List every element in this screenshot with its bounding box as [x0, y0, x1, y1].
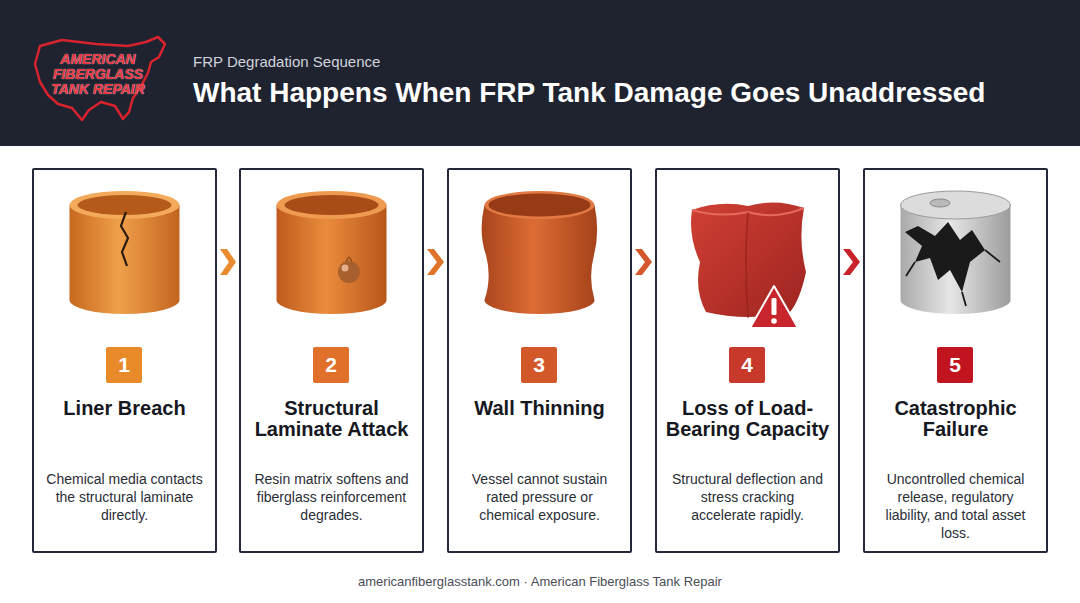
deformed-tank-part — [691, 202, 806, 317]
step-description: Chemical media contacts the structural l… — [46, 470, 203, 524]
chevron-head — [220, 249, 236, 275]
subtitle-holder: FRP Degradation Sequence — [193, 53, 693, 71]
step-number: 3 — [521, 347, 557, 383]
logo-text: AMERICAN FIBERGLASS TANK REPAIR — [42, 52, 154, 97]
header-band — [0, 0, 1080, 146]
step-heading: Wall Thinning — [457, 398, 622, 464]
title-holder: What Happens When FRP Tank Damage Goes U… — [193, 76, 985, 110]
wall-thinning-tank — [482, 191, 598, 314]
step-card: 2Structural Laminate AttackResin matrix … — [239, 168, 424, 553]
step-description: Uncontrolled chemical release, regulator… — [877, 470, 1034, 542]
deformed-tank-part — [772, 298, 777, 315]
failed-tank-part — [906, 250, 1000, 306]
laminate-attack-tank-part — [277, 191, 387, 219]
laminate-attack-tank-part — [285, 195, 379, 215]
wall-thinning-tank-part — [485, 191, 595, 219]
step-heading: Structural Laminate Attack — [249, 398, 414, 464]
liner-breach-tank-part — [70, 205, 180, 314]
chevron-head — [635, 249, 652, 275]
failed-tank — [901, 191, 1011, 314]
laminate-attack-tank-part — [342, 265, 349, 272]
liner-breach-tank-part — [78, 195, 172, 215]
step-number: 5 — [937, 347, 973, 383]
chevron-arrow — [635, 249, 652, 275]
deformed-tank-part — [750, 286, 798, 328]
laminate-attack-tank-part — [338, 261, 360, 283]
liner-breach-tank — [70, 191, 180, 314]
deformed-tank — [691, 202, 806, 328]
step-heading: Catastrophic Failure — [873, 398, 1038, 464]
step-card: 1Liner BreachChemical media contacts the… — [32, 168, 217, 553]
logo-map-part — [35, 37, 165, 120]
chevron-head — [843, 249, 860, 275]
step-description: Resin matrix softens and fiberglass rein… — [253, 470, 410, 524]
wall-thinning-tank-part — [482, 205, 598, 314]
liner-breach-tank-part — [121, 212, 128, 266]
step-description: Structural deflection and stress crackin… — [669, 470, 826, 524]
failed-tank-part — [930, 199, 950, 207]
step-card: 5Catastrophic FailureUncontrolled chemic… — [863, 168, 1048, 553]
laminate-attack-tank — [277, 191, 387, 314]
laminate-attack-tank-part — [277, 205, 387, 314]
step-description: Vessel cannot sustain rated pressure or … — [461, 470, 618, 524]
step-card: 4Loss of Load-Bearing CapacityStructural… — [655, 168, 840, 553]
chevron-arrow — [427, 249, 444, 275]
footer-caption: americanfiberglasstank.com · American Fi… — [358, 574, 722, 590]
logo-map — [35, 37, 165, 120]
wall-thinning-tank-part — [489, 194, 591, 217]
step-number: 4 — [729, 347, 765, 383]
step-number: 1 — [106, 347, 142, 383]
deformed-tank-part — [771, 318, 777, 324]
failed-tank-part — [901, 191, 1011, 219]
step-card: 3Wall ThinningVessel cannot sustain rate… — [447, 168, 632, 553]
chevron-head — [427, 249, 444, 275]
failed-tank-part — [901, 205, 1011, 314]
step-heading: Liner Breach — [42, 398, 207, 464]
logo-text-holder: AMERICAN FIBERGLASS TANK REPAIR — [42, 52, 154, 97]
failed-tank-part — [905, 222, 985, 292]
chevron-arrow — [220, 249, 236, 275]
step-heading: Loss of Load-Bearing Capacity — [665, 398, 830, 464]
step-number: 2 — [313, 347, 349, 383]
caption-holder: americanfiberglasstank.com · American Fi… — [0, 572, 1080, 590]
chevron-arrow — [843, 249, 860, 275]
subtitle: FRP Degradation Sequence — [193, 53, 693, 71]
page-title: What Happens When FRP Tank Damage Goes U… — [193, 76, 985, 110]
deformed-tank-part — [746, 212, 748, 318]
